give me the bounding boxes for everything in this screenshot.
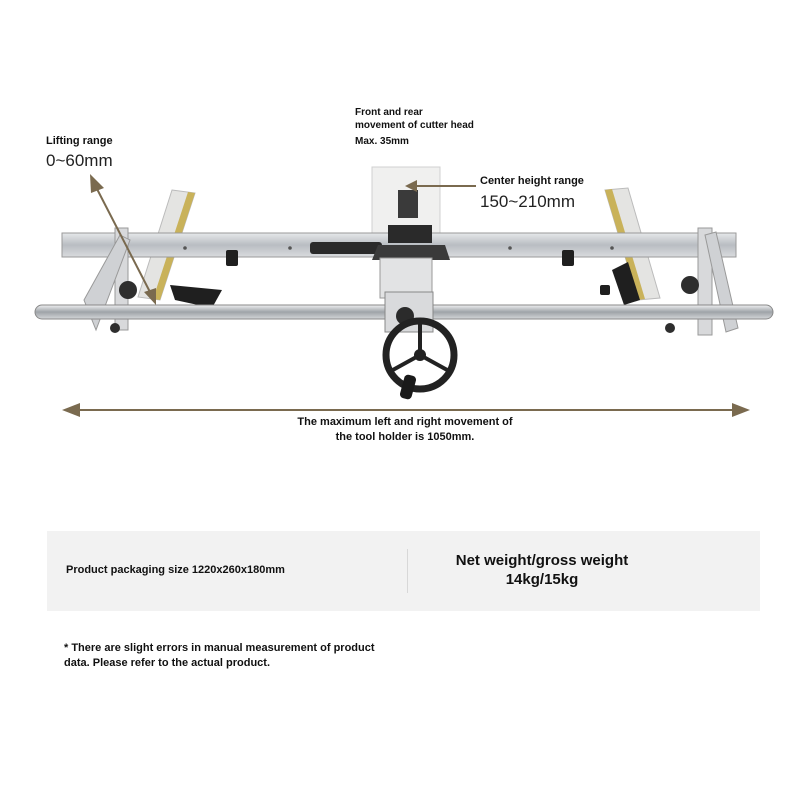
travel-note: The maximum left and right movement of t… [260, 415, 550, 445]
rail-handle [310, 242, 382, 254]
weight-value: 14kg/15kg [505, 571, 579, 588]
panel-divider [407, 549, 408, 593]
right-bracket [562, 250, 640, 305]
front-rear-value: Max. 35mm [355, 136, 409, 147]
cutter-head [372, 190, 450, 299]
front-rear-line1: Front and rear [355, 107, 423, 118]
disclaimer: * There are slight errors in manual meas… [64, 641, 424, 671]
weight-box: Net weight/gross weight 14kg/15kg [427, 551, 657, 589]
front-rear-line2: movement of cutter head [355, 120, 474, 131]
lifting-range-title: Lifting range [46, 135, 113, 147]
handwheel-icon [382, 317, 458, 400]
center-height-arrow-icon [405, 180, 476, 192]
lifting-range-value: 0~60mm [46, 151, 113, 170]
weight-title: Net weight/gross weight [455, 552, 629, 569]
disclaimer-line2: data. Please refer to the actual product… [64, 657, 271, 669]
front-rear-annotation: Front and rear movement of cutter head M… [355, 106, 474, 148]
travel-double-arrow-icon [62, 403, 750, 417]
left-bracket [170, 250, 238, 308]
center-height-title: Center height range [480, 175, 584, 187]
lifting-arrow-icon [90, 174, 156, 305]
info-panel: Product packaging size 1220x260x180mm Ne… [47, 531, 760, 611]
product-illustration [34, 166, 774, 417]
travel-note-line1: The maximum left and right movement of [297, 416, 513, 428]
travel-note-line2: the tool holder is 1050mm. [335, 431, 475, 443]
center-height-value: 150~210mm [480, 192, 575, 211]
disclaimer-line1: * There are slight errors in manual meas… [64, 642, 375, 654]
packaging-size: Product packaging size 1220x260x180mm [66, 564, 285, 576]
